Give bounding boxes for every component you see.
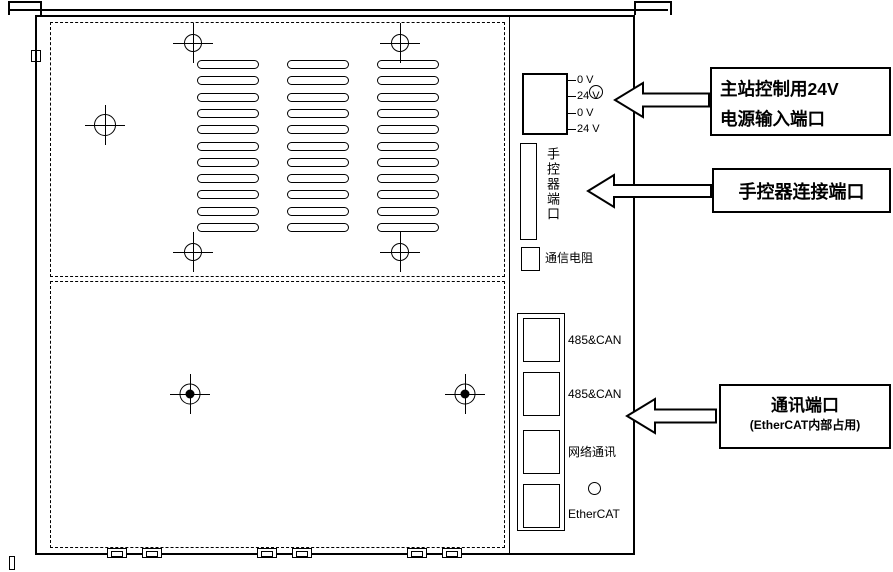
callout-box-power: 主站控制用24V 电源输入端口: [710, 67, 891, 136]
terminal-label-0v-1: 0 V: [577, 74, 594, 86]
mounting-tab-right: [634, 1, 672, 15]
comm-resistor-label: 通信电阻: [545, 251, 594, 265]
bottom-tab: [407, 548, 427, 558]
vent-slot: [287, 158, 349, 167]
mounting-hole-mid-right: [378, 230, 422, 274]
connector-panel-outline: [517, 313, 565, 531]
callout-communication-line2: (EtherCAT内部占用): [749, 418, 861, 432]
left-edge-notch: [31, 50, 41, 62]
vent-slot: [377, 223, 439, 232]
bottom-left-corner-tick: [9, 556, 15, 570]
bottom-tab: [292, 548, 312, 558]
top-flange-line: [8, 9, 668, 11]
vent-slot: [377, 109, 439, 118]
panel-divider-line: [509, 15, 510, 555]
vent-slot: [377, 174, 439, 183]
vent-slot: [197, 158, 259, 167]
connector-label-network: 网络通讯: [568, 445, 617, 459]
connector-port-network: [523, 430, 560, 474]
power-screw-hole: [589, 85, 603, 99]
vent-slot: [197, 76, 259, 85]
vent-slot: [287, 142, 349, 151]
device-body-outline: [35, 15, 635, 555]
callout-power-line1: 主站控制用24V: [720, 79, 839, 99]
vent-slot: [287, 109, 349, 118]
vent-slot: [197, 109, 259, 118]
connector-label-485can-2: 485&CAN: [568, 387, 622, 401]
vent-slot: [287, 223, 349, 232]
terminal-leader-line: [567, 80, 576, 81]
vent-slot: [287, 76, 349, 85]
vent-slot: [287, 60, 349, 69]
vent-grid: [197, 60, 439, 295]
mounting-hole-left: [83, 103, 127, 147]
connector-label-ethercat: EtherCAT: [568, 507, 620, 521]
vent-slot: [197, 93, 259, 102]
terminal-leader-line: [567, 113, 576, 114]
vent-slot: [377, 190, 439, 199]
screw-bolt-lower-left: [168, 372, 212, 416]
chassis-dashed-panel-bottom: [50, 281, 505, 548]
vent-slot: [287, 93, 349, 102]
vent-slot: [287, 174, 349, 183]
connector-label-485can-1: 485&CAN: [568, 333, 622, 347]
callout-power-line2: 电源输入端口: [720, 109, 825, 129]
vent-slot: [197, 174, 259, 183]
mounting-hole-top-left: [171, 21, 215, 65]
vent-slot: [197, 60, 259, 69]
bottom-tab: [257, 548, 277, 558]
callout-arrow-communication: [625, 397, 717, 435]
vent-slot: [197, 223, 259, 232]
terminal-leader-line: [567, 96, 576, 97]
vent-slot: [287, 125, 349, 134]
terminal-label-0v-2: 0 V: [577, 107, 594, 119]
screw-bolt-lower-right: [443, 372, 487, 416]
callout-box-hand-controller: 手控器连接端口: [712, 168, 891, 213]
vent-slot: [197, 190, 259, 199]
vent-slot: [377, 158, 439, 167]
vent-slot: [377, 60, 439, 69]
vent-slot: [377, 207, 439, 216]
connector-port-485can-1: [523, 318, 560, 362]
callout-arrow-power: [613, 81, 710, 119]
vent-slot: [377, 142, 439, 151]
ethercat-indicator-circle: [588, 482, 601, 495]
vent-slot: [197, 207, 259, 216]
callout-communication-line1: 通讯端口: [771, 396, 839, 415]
callout-hand-controller-text: 手控器连接端口: [738, 181, 865, 202]
mounting-hole-mid-left: [171, 230, 215, 274]
connector-port-ethercat: [523, 484, 560, 528]
connector-port-485can-2: [523, 372, 560, 416]
vent-slot: [377, 125, 439, 134]
bottom-tab: [142, 548, 162, 558]
vent-slot: [287, 207, 349, 216]
callout-box-communication: 通讯端口 (EtherCAT内部占用): [719, 384, 891, 449]
vent-slot: [197, 125, 259, 134]
terminal-leader-line: [567, 129, 576, 130]
bottom-tab: [442, 548, 462, 558]
vent-slot: [377, 76, 439, 85]
chassis-dashed-panel-top: [50, 22, 505, 277]
vent-slot: [287, 190, 349, 199]
terminal-label-24v-2: 24 V: [577, 123, 600, 135]
mounting-hole-top-right: [378, 21, 422, 65]
vent-slot: [377, 93, 439, 102]
callout-arrow-hand-controller: [586, 173, 712, 209]
hand-controller-port-connector: [520, 143, 537, 240]
comm-resistor-box: [521, 247, 540, 271]
mounting-tab-left: [8, 1, 42, 15]
vent-slot: [197, 142, 259, 151]
bottom-tab: [107, 548, 127, 558]
power-terminal-block: [522, 73, 568, 135]
hand-controller-port-label: 手控器端口: [545, 147, 560, 222]
